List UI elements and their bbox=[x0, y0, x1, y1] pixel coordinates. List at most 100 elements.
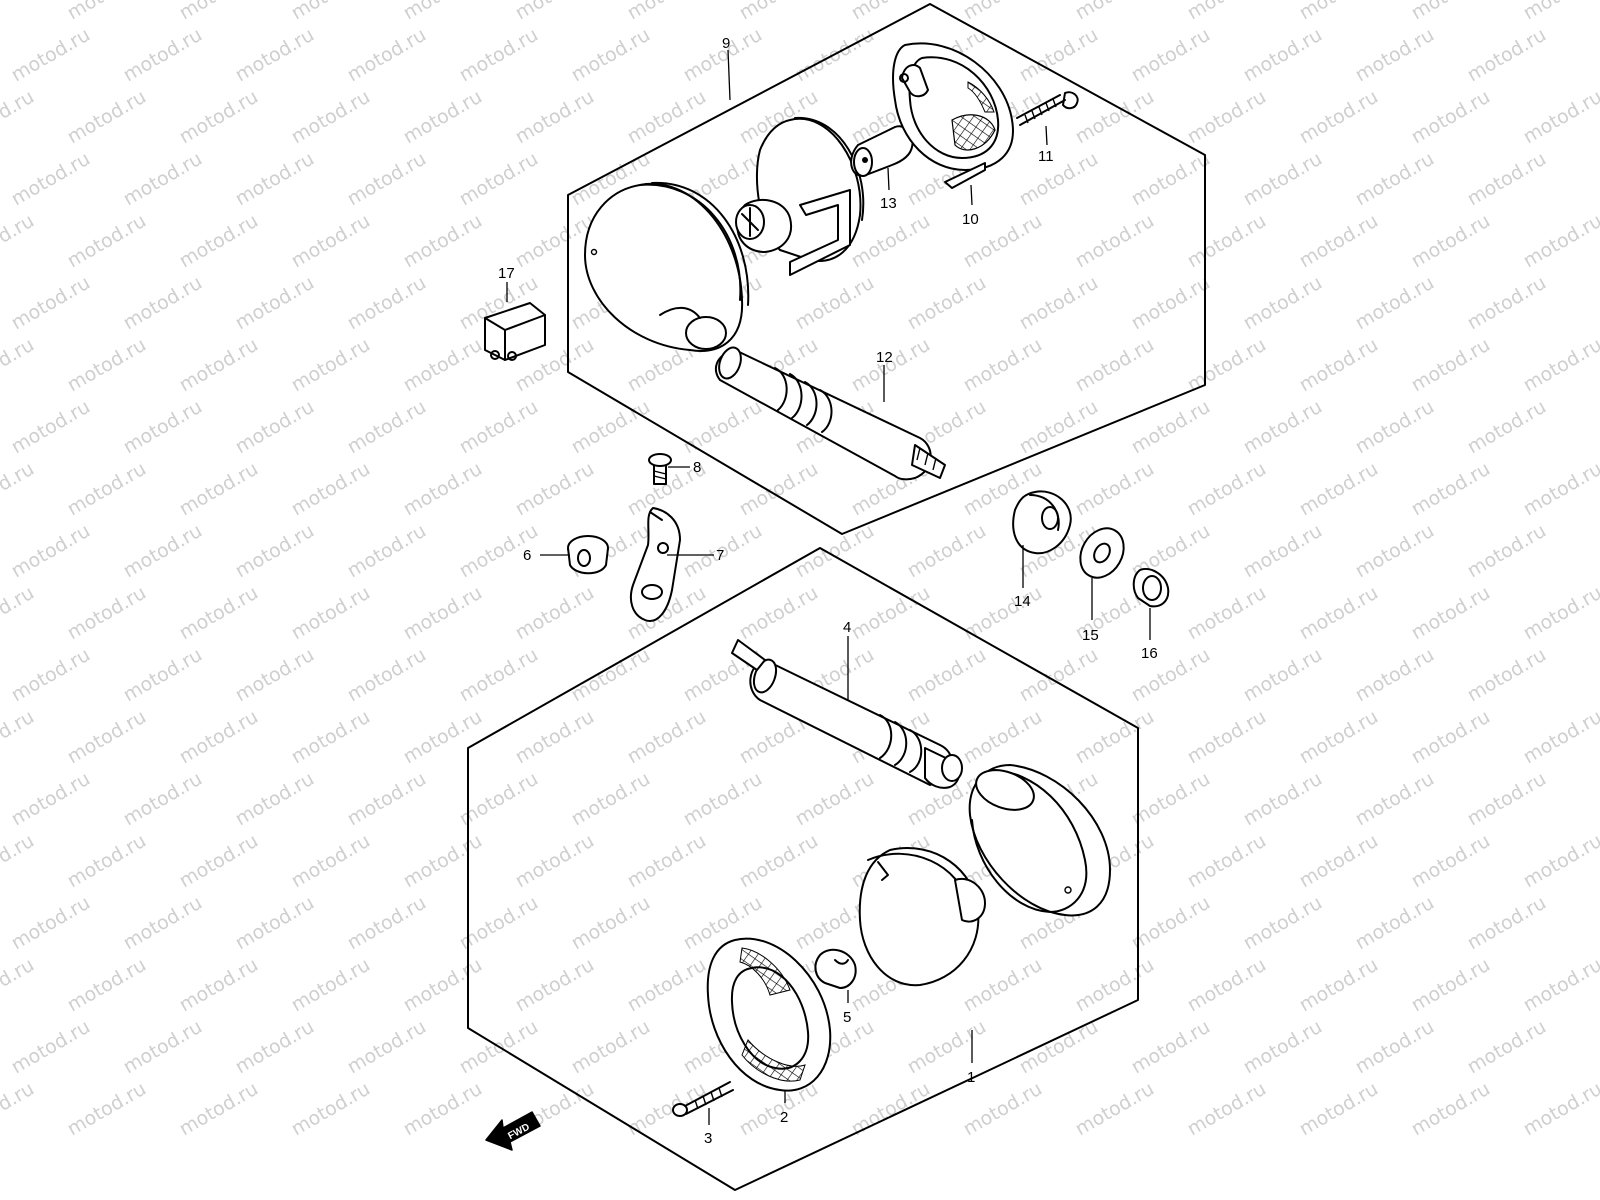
watermark-text: motod.ru bbox=[512, 830, 598, 893]
watermark-text: motod.ru bbox=[568, 892, 654, 955]
watermark-text: motod.ru bbox=[680, 24, 766, 87]
watermark-text: motod.ru bbox=[1520, 458, 1600, 521]
watermark-text: motod.ru bbox=[792, 272, 878, 335]
watermark-text: motod.ru bbox=[1464, 396, 1550, 459]
watermark-text: motod.ru bbox=[1296, 954, 1382, 1017]
watermark-text: motod.ru bbox=[232, 396, 318, 459]
watermark-text: motod.ru bbox=[568, 396, 654, 459]
watermark-text: motod.ru bbox=[792, 768, 878, 831]
part-nut-16 bbox=[1132, 568, 1170, 608]
watermark-text: motod.ru bbox=[512, 86, 598, 149]
watermark-text: motod.ru bbox=[1520, 1078, 1600, 1141]
watermark-text: motod.ru bbox=[0, 210, 38, 273]
watermark-text: motod.ru bbox=[1296, 458, 1382, 521]
watermark-text: motod.ru bbox=[1352, 396, 1438, 459]
watermark-text: motod.ru bbox=[400, 458, 486, 521]
watermark-text: motod.ru bbox=[1128, 272, 1214, 335]
watermark-text: motod.ru bbox=[288, 334, 374, 397]
watermark-text: motod.ru bbox=[512, 582, 598, 645]
watermark-text: motod.ru bbox=[400, 706, 486, 769]
watermark-text: motod.ru bbox=[176, 582, 262, 645]
watermark-text: motod.ru bbox=[1128, 768, 1214, 831]
watermark-text: motod.ru bbox=[400, 86, 486, 149]
watermark-text: motod.ru bbox=[1072, 210, 1158, 273]
watermark-text: motod.ru bbox=[288, 1078, 374, 1141]
watermark-text: motod.ru bbox=[1296, 0, 1382, 24]
watermark-text: motod.ru bbox=[288, 458, 374, 521]
watermark-text: motod.ru bbox=[1128, 148, 1214, 211]
watermark-text: motod.ru bbox=[456, 148, 542, 211]
watermark-text: motod.ru bbox=[288, 954, 374, 1017]
watermark-text: motod.ru bbox=[344, 520, 430, 583]
watermark-text: motod.ru bbox=[1072, 458, 1158, 521]
watermark-text: motod.ru bbox=[1408, 830, 1494, 893]
watermark-text: motod.ru bbox=[1408, 0, 1494, 24]
callout-8: 8 bbox=[693, 459, 701, 476]
watermark-text: motod.ru bbox=[176, 334, 262, 397]
watermark-text: motod.ru bbox=[120, 148, 206, 211]
watermark-text: motod.ru bbox=[1184, 830, 1270, 893]
watermark-text: motod.ru bbox=[400, 334, 486, 397]
watermark-text: motod.ru bbox=[400, 0, 486, 24]
watermark-text: motod.ru bbox=[1184, 334, 1270, 397]
watermark-text: motod.ru bbox=[176, 830, 262, 893]
watermark-text: motod.ru bbox=[1296, 1078, 1382, 1141]
watermark-text: motod.ru bbox=[1072, 334, 1158, 397]
watermark-text: motod.ru bbox=[1016, 148, 1102, 211]
watermark-text: motod.ru bbox=[1072, 0, 1158, 24]
watermark-text: motod.ru bbox=[344, 768, 430, 831]
watermark-text: motod.ru bbox=[1352, 24, 1438, 87]
watermark-text: motod.ru bbox=[1016, 1016, 1102, 1079]
watermark-text: motod.ru bbox=[1464, 768, 1550, 831]
part-housing-upper bbox=[584, 181, 750, 352]
watermark-text: motod.ru bbox=[1408, 210, 1494, 273]
watermark-text: motod.ru bbox=[0, 706, 38, 769]
callout-6: 6 bbox=[523, 547, 531, 564]
watermark-text: motod.ru bbox=[64, 1078, 150, 1141]
part-screw-3 bbox=[672, 1081, 734, 1117]
watermark-text: motod.ru bbox=[64, 334, 150, 397]
watermark-text: motod.ru bbox=[1520, 706, 1600, 769]
watermark-text: motod.ru bbox=[400, 1078, 486, 1141]
watermark-text: motod.ru bbox=[64, 0, 150, 24]
watermark-text: motod.ru bbox=[176, 0, 262, 24]
watermark-text: motod.ru bbox=[1520, 582, 1600, 645]
watermark-text: motod.ru bbox=[456, 396, 542, 459]
watermark-text: motod.ru bbox=[288, 830, 374, 893]
part-lens-2 bbox=[706, 937, 832, 1092]
watermark-text: motod.ru bbox=[64, 86, 150, 149]
callout-15: 15 bbox=[1082, 627, 1099, 644]
watermark-text: motod.ru bbox=[176, 954, 262, 1017]
watermark-text: motod.ru bbox=[904, 272, 990, 335]
watermark-text: motod.ru bbox=[1240, 24, 1326, 87]
watermark-text: motod.ru bbox=[456, 24, 542, 87]
watermark-text: motod.ru bbox=[0, 0, 38, 24]
watermark-text: motod.ru bbox=[680, 768, 766, 831]
watermark-text: motod.ru bbox=[120, 768, 206, 831]
watermark-text: motod.ru bbox=[8, 768, 94, 831]
watermark-text: motod.ru bbox=[232, 892, 318, 955]
watermark-text: motod.ru bbox=[0, 830, 38, 893]
watermark-text: motod.ru bbox=[8, 396, 94, 459]
watermark-text: motod.ru bbox=[0, 334, 38, 397]
watermark-text: motod.ru bbox=[232, 1016, 318, 1079]
callout-3: 3 bbox=[704, 1130, 712, 1147]
watermark-text: motod.ru bbox=[1296, 706, 1382, 769]
watermark-text: motod.ru bbox=[1240, 520, 1326, 583]
watermark-text: motod.ru bbox=[344, 644, 430, 707]
assembly-box-lower bbox=[467, 547, 1139, 1191]
watermark-text: motod.ru bbox=[848, 210, 934, 273]
watermark-text: motod.ru bbox=[232, 644, 318, 707]
watermark-text: motod.ru bbox=[568, 1016, 654, 1079]
callout-1: 1 bbox=[967, 1069, 975, 1086]
watermark-text: motod.ru bbox=[120, 1016, 206, 1079]
watermark-text: motod.ru bbox=[1408, 86, 1494, 149]
watermark-text: motod.ru bbox=[960, 334, 1046, 397]
watermark-text: motod.ru bbox=[624, 954, 710, 1017]
watermark-text: motod.ru bbox=[1240, 1016, 1326, 1079]
watermark-text: motod.ru bbox=[400, 830, 486, 893]
callout-17: 17 bbox=[498, 265, 515, 282]
watermark-text: motod.ru bbox=[176, 1078, 262, 1141]
watermark-text: motod.ru bbox=[64, 458, 150, 521]
watermark-text: motod.ru bbox=[1352, 768, 1438, 831]
